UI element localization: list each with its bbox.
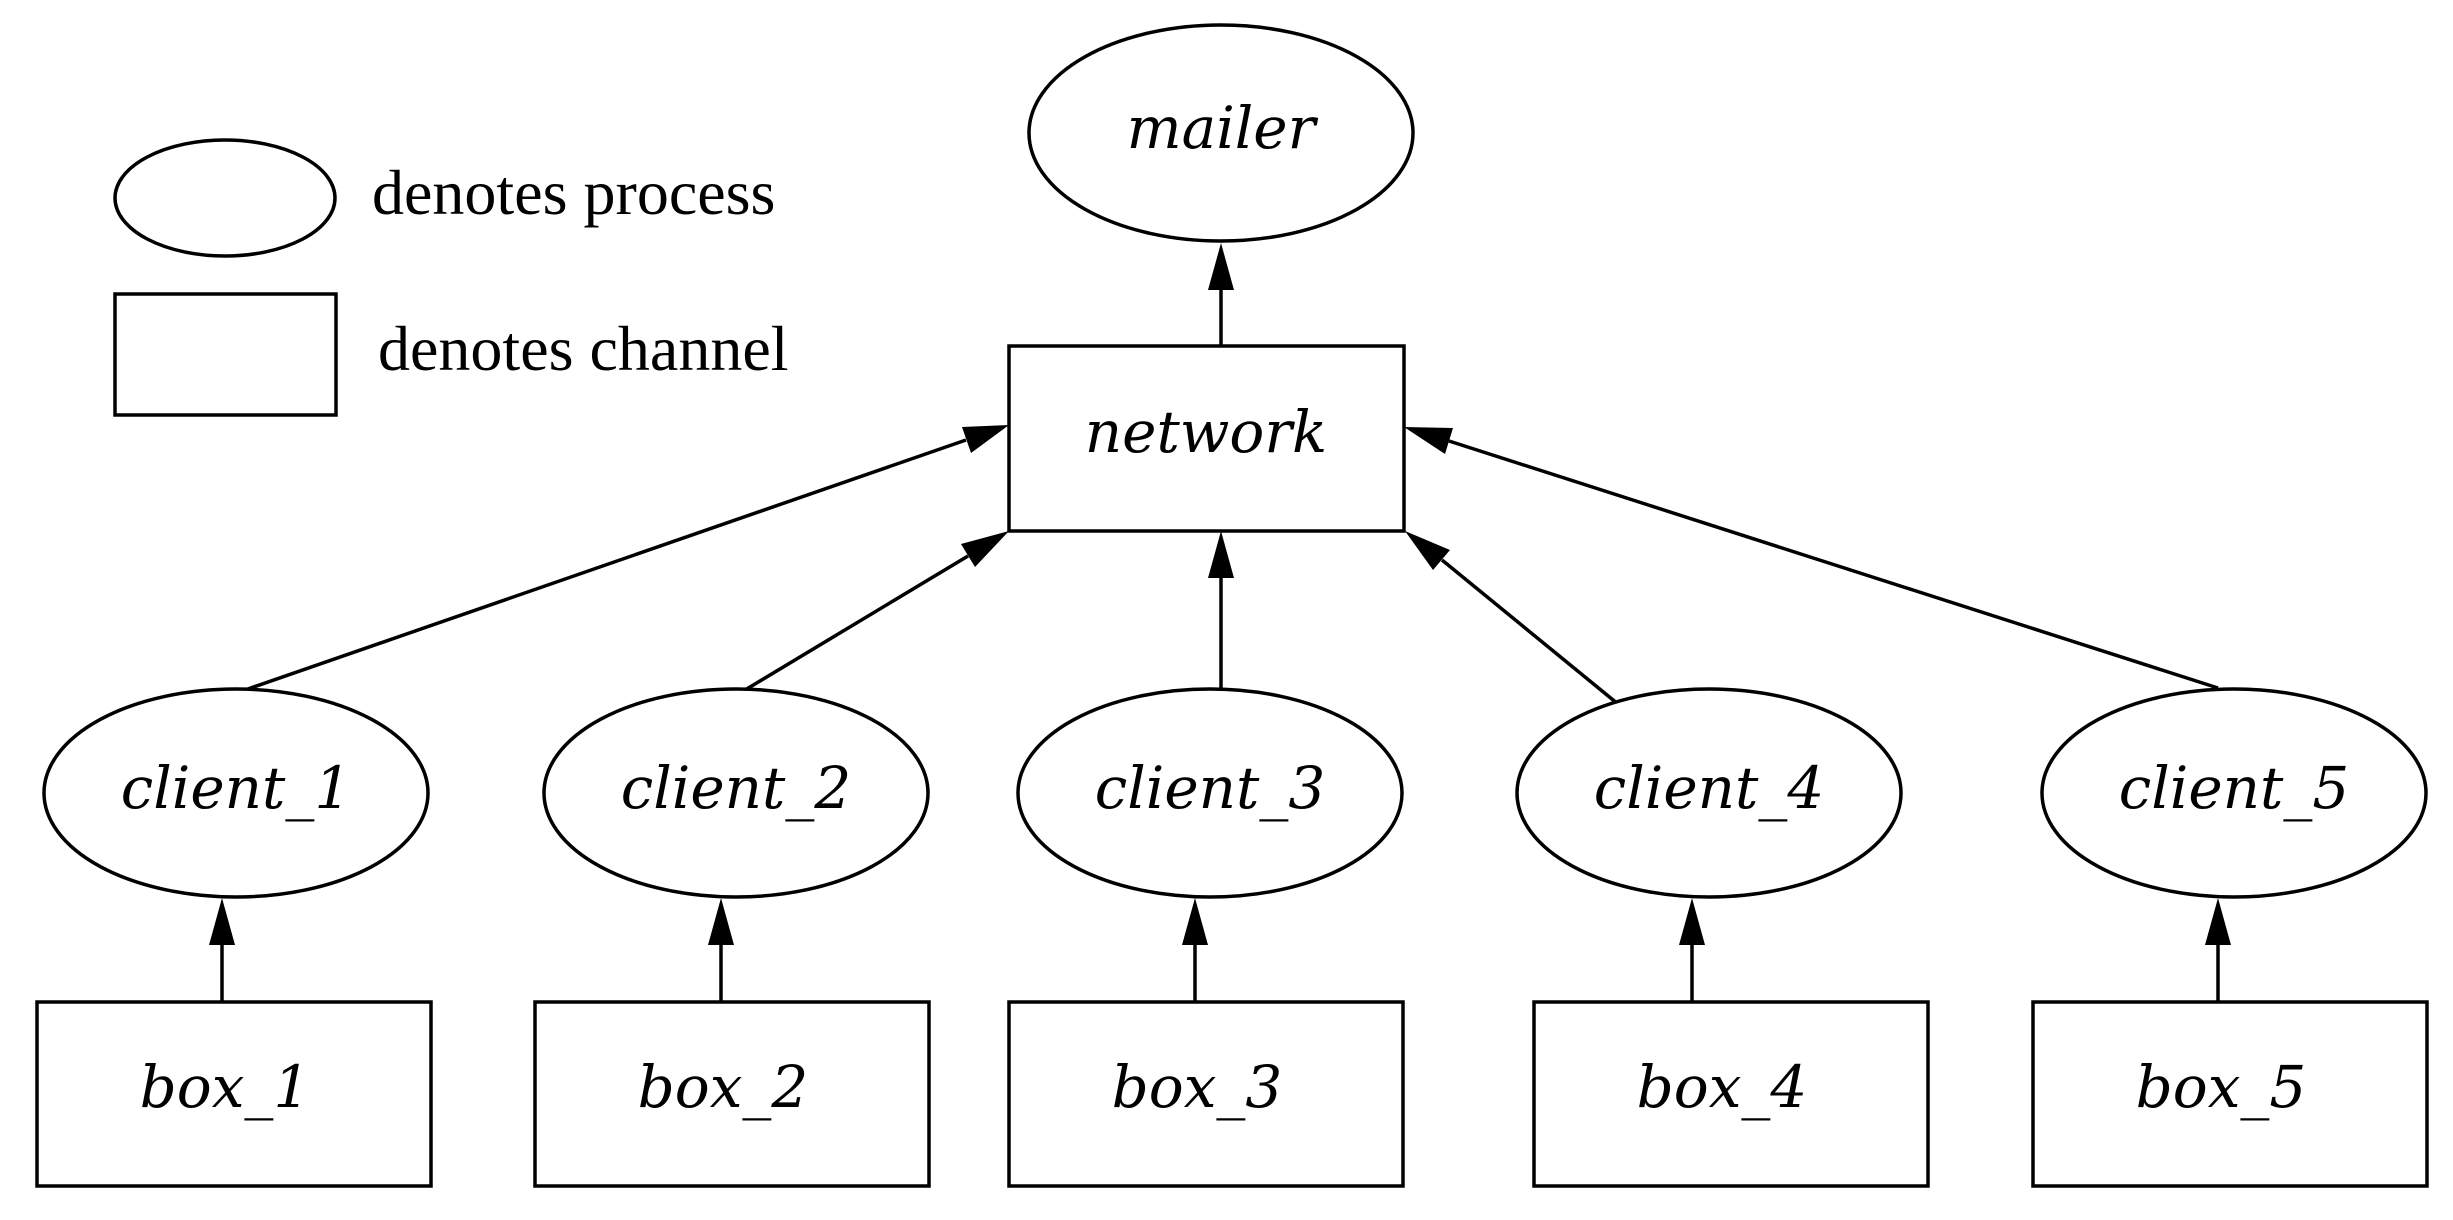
- legend: denotes process denotes channel: [113, 138, 789, 417]
- edge-client1-network: [244, 438, 967, 692]
- arrowhead-client5-network: [1404, 427, 1453, 454]
- box-3-label: box_3: [1112, 1053, 1283, 1121]
- box-4-label: box_4: [1637, 1053, 1808, 1121]
- client-3-label: client_3: [1095, 754, 1325, 822]
- box-5-channel: [2031, 1000, 2429, 1188]
- mailer-label: mailer: [1127, 94, 1319, 162]
- arrowhead-network-mailer: [1208, 243, 1234, 290]
- client-3-process: [1016, 687, 1404, 899]
- arrowhead-box4-client4: [1679, 898, 1705, 945]
- box-2-label: box_2: [638, 1053, 809, 1121]
- edge-client5-network: [1448, 439, 2219, 690]
- box-nodes: box_1 box_2 box_3 box_4 box_5: [35, 1000, 2429, 1188]
- legend-channel-rect: [113, 292, 338, 417]
- box-1-label: box_1: [140, 1053, 311, 1121]
- arrowhead-box3-client3: [1182, 898, 1208, 945]
- client-2-process: [542, 687, 930, 899]
- box-3-channel: [1007, 1000, 1405, 1188]
- arrowhead-box1-client1: [209, 898, 235, 945]
- box-5-label: box_5: [2136, 1053, 2307, 1121]
- legend-process-label: denotes process: [372, 157, 775, 228]
- arrowhead-box2-client2: [708, 898, 734, 945]
- client-1-process: [42, 687, 430, 899]
- box-4-channel: [1532, 1000, 1930, 1188]
- arrowhead-client3-network: [1208, 531, 1234, 578]
- legend-process-ellipse: [113, 138, 337, 258]
- box-2-channel: [533, 1000, 931, 1188]
- edges: [209, 243, 2231, 1002]
- arrowhead-client4-network: [1405, 531, 1450, 570]
- client-1-label: client_1: [121, 754, 351, 822]
- edge-client2-network: [744, 554, 969, 692]
- client-5-label: client_5: [2119, 754, 2349, 822]
- client-4-process: [1515, 687, 1903, 899]
- client-5-process: [2040, 687, 2428, 899]
- client-4-label: client_4: [1594, 754, 1824, 822]
- legend-channel-label: denotes channel: [378, 313, 789, 384]
- arrowhead-box5-client5: [2205, 898, 2231, 945]
- edge-client4-network: [1440, 558, 1620, 706]
- client-nodes: client_1 client_2 client_3 client_4 clie…: [42, 687, 2428, 899]
- box-1-channel: [35, 1000, 433, 1188]
- node-mailer: mailer: [1027, 23, 1415, 243]
- arrowhead-client1-network: [962, 425, 1009, 453]
- network-label: network: [1085, 398, 1327, 466]
- mailer-process: [1027, 23, 1415, 243]
- arrowhead-client2-network: [961, 531, 1009, 567]
- network-channel: [1007, 344, 1406, 533]
- client-2-label: client_2: [621, 754, 851, 822]
- node-network: network: [1007, 344, 1406, 533]
